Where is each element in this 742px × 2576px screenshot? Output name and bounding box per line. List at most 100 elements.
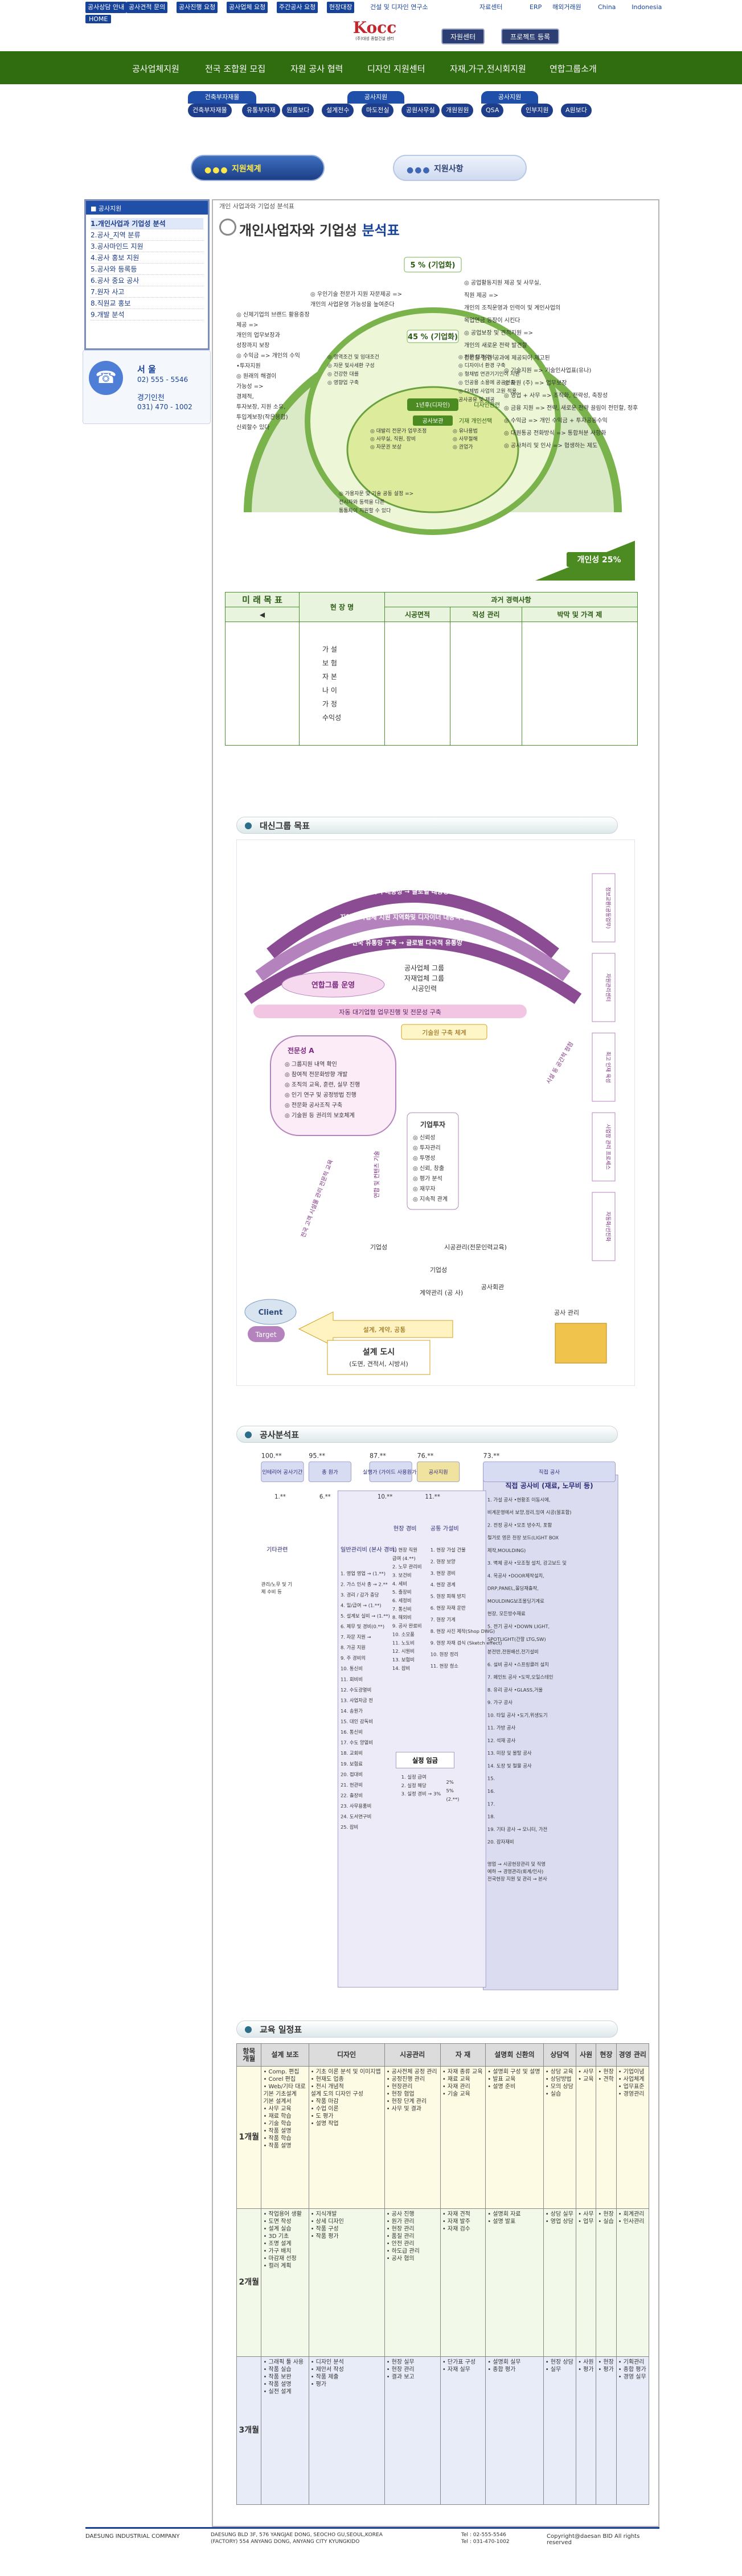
section-bullet-icon	[245, 2026, 252, 2033]
top-link-4[interactable]: 공사업체 요청	[227, 2, 268, 13]
tab-support-system[interactable]: ●●● 지원체계	[191, 155, 325, 181]
diag1-inner-line: ◎ 인공용 소용에 공공연출	[458, 380, 515, 386]
tab-support-items[interactable]: ●●● 지원사항	[393, 155, 527, 181]
subnav-item-3[interactable]: 원룸보다	[282, 104, 314, 117]
diag2-bottom-label: 공사회관	[481, 1283, 504, 1291]
edu-row: 2개월• 작업용어 생활 • 도면 작성 • 설계 실습 • 3D 기초 • 조…	[236, 2208, 650, 2357]
diag3-top-box-label: 총 원가	[322, 1470, 338, 1476]
diag3-note-line: 영업 → 시공현장관리 및 직영	[487, 1861, 546, 1867]
top-link-8[interactable]: 자료센터	[479, 3, 503, 11]
diag2-right-box	[592, 953, 616, 1022]
diag3-top-box	[261, 1461, 304, 1482]
diag1-left-line: ◎ 우인기술 전문가 지원 자문제공 =>	[310, 291, 402, 298]
sidebar-item-7[interactable]: 7.원자 사고	[91, 286, 203, 298]
nav-item-4[interactable]: 디자인 지원센터	[367, 64, 425, 74]
top-link-9[interactable]: ERP	[530, 3, 542, 11]
project-register-button[interactable]: 프로젝트 등록	[501, 28, 560, 44]
footer-copyright: Copyright@daesan BID All rights reserved	[547, 2533, 640, 2546]
resource-center-button[interactable]: 자원센터	[441, 28, 485, 44]
sidebar-item-1[interactable]: 1.개인사업과 기업성 분석	[91, 218, 203, 229]
subnav-item-2[interactable]: 유통부자재	[242, 104, 280, 117]
subnav-item-10[interactable]: A원보다	[561, 104, 592, 117]
diag3-col1-item: 17. 수도 양열비	[341, 1740, 373, 1746]
company-logo[interactable]: Kocc (주)대성 종합건설 센터	[352, 19, 397, 48]
diag3-top-box-label: 직접 공사	[539, 1469, 560, 1476]
section-title: 대신그룹 목표	[260, 821, 310, 831]
diag1-lower-line: ◎ 사무실, 직원, 장비	[370, 436, 416, 442]
diag2-bottom-label: 시공관리(전문인력교육)	[444, 1244, 507, 1251]
subnav-item-6[interactable]: 공원사무실	[401, 104, 440, 117]
top-link-2[interactable]: 공사견적 문의	[126, 2, 168, 13]
diag3-top-box-label: 실행가 (가이드 사용원가)	[363, 1469, 419, 1476]
edu-cell: • 디자인 분석 • 제안서 작성 • 작품 제출 • 평가	[308, 2356, 385, 2505]
nav-item-2[interactable]: 전국 조합원 모집	[205, 64, 266, 74]
edu-cell: • 상담 실무 • 영업 상담	[543, 2208, 577, 2357]
sidebar-item-5[interactable]: 5.공사와 등록등	[91, 264, 203, 275]
diag3-label: 기타관련	[267, 1546, 288, 1553]
diag2-client[interactable]: Client	[259, 1308, 283, 1317]
sidebar-header: ■ 공사지원	[86, 201, 208, 215]
top-link-10[interactable]: 해외거래원	[552, 3, 581, 11]
subnav-item-4[interactable]: 설계전수	[322, 104, 354, 117]
subnav-item-1[interactable]: 건축부자재몰	[188, 104, 232, 117]
top-link-6[interactable]: 현장대장	[327, 2, 355, 13]
diag1-right-line: ◎ 공사처리 및 인사 => 협생하는 제도	[504, 442, 597, 449]
goal-row-label: 자 본	[322, 673, 337, 681]
diag3-right-item: 16.	[487, 1788, 495, 1794]
top-link-11[interactable]: China	[598, 3, 616, 11]
diag3-right-item: 18.	[487, 1814, 495, 1820]
nav-item-3[interactable]: 자원 공사 협력	[290, 64, 343, 74]
diag2-arc-2: 지역 공사업체 지원 지역화및 디자이너 대중적 인재	[340, 913, 474, 921]
home-link[interactable]: HOME	[85, 15, 112, 23]
diag3-col2-item: 7. 통신비	[392, 1606, 412, 1612]
top-link-5[interactable]: 주간공사 요청	[277, 2, 318, 13]
diag2-left-title: 전문성 A	[288, 1046, 314, 1055]
edu-header-cell: 시공관리	[384, 2043, 441, 2067]
diag2-right-box	[592, 1192, 616, 1261]
goal-head-left: 미 래 목 표	[225, 592, 300, 607]
top-link-7[interactable]: 건설 및 디자인 연구소	[370, 3, 428, 11]
section-header-construction-analysis: 공사분석표	[236, 1426, 618, 1443]
diag2-arc-1: 전국적 대중성 → 글로벌 대중성	[366, 887, 449, 895]
diag2-mid-title: 기업투자	[420, 1120, 445, 1129]
top-link-1[interactable]: 공사상담 안내	[85, 2, 127, 13]
sidebar-item-9[interactable]: 9.개발 분석	[91, 309, 203, 320]
sidebar-item-3[interactable]: 3.공사마인드 지원	[91, 241, 203, 252]
logo-mark: Kocc	[352, 18, 397, 37]
diag3-col1-item: 13. 사업자금 전	[341, 1697, 373, 1703]
subnav-item-7[interactable]: 개원원원	[441, 104, 474, 117]
diag2-right-box	[592, 873, 616, 943]
edu-header-cell: 디자인	[308, 2043, 385, 2067]
diag1-center-c: 공사보관	[423, 418, 444, 425]
edu-header-cell: 설계 보조	[261, 2043, 309, 2067]
top-link-12[interactable]: Indonesia	[632, 3, 662, 11]
sidebar-item-6[interactable]: 6.공사 중요 공사	[91, 275, 203, 286]
edu-header-cell: 경영 관리	[616, 2043, 650, 2067]
subnav-item-9[interactable]: 인부지원	[521, 104, 554, 117]
diag2-mid-item: ◎ 투자관리	[413, 1145, 441, 1151]
nav-item-1[interactable]: 공사업체지원	[132, 64, 179, 74]
nav-item-6[interactable]: 연합그룹소개	[550, 64, 597, 74]
diag2-bottom-label: 공사 관리	[554, 1309, 579, 1316]
diag3-right-item: 7. 페인트 공사 •도막,오일스테인	[487, 1674, 554, 1680]
sidebar-item-2[interactable]: 2.공사_지역 분류	[91, 229, 203, 241]
diag3-right-item: 5. 전기 공사 •DOWN LIGHT,	[487, 1623, 550, 1629]
subnav-item-8[interactable]: QSA	[481, 104, 504, 117]
diag3-top-number: 73.**	[483, 1452, 500, 1460]
sidebar-item-4[interactable]: 4.공사 홍보 지원	[91, 252, 203, 264]
diag3-top-box	[369, 1461, 412, 1482]
top-link-3[interactable]: 공사진행 요청	[177, 2, 218, 13]
goal-sub-col-2: 직성 관리	[450, 607, 522, 622]
diag2-bottom-label: 계약관리 (공 사)	[420, 1289, 463, 1297]
diag3-col1-item: 23. 사무용품비	[341, 1803, 371, 1809]
diag1-lower-line: 통통차이 지원할 수 있다	[339, 507, 391, 514]
edu-cell: • 상담 교육 • 상담방법 • 모의 상담 • 실습	[543, 2066, 577, 2209]
sidebar-item-8[interactable]: 8.직원교 홍보	[91, 298, 203, 309]
diag2-bottom-sub: (도면, 견적서, 시방서)	[349, 1360, 408, 1368]
subnav-item-5[interactable]: 마도전실	[362, 104, 394, 117]
diag3-right-item: 19. 기타 공사 → 모니터, 가전	[487, 1826, 547, 1832]
diag2-bottom-arrow: 설계, 계약, 공통	[363, 1326, 406, 1334]
nav-item-5[interactable]: 자재,가구,전시회지원	[450, 64, 526, 74]
